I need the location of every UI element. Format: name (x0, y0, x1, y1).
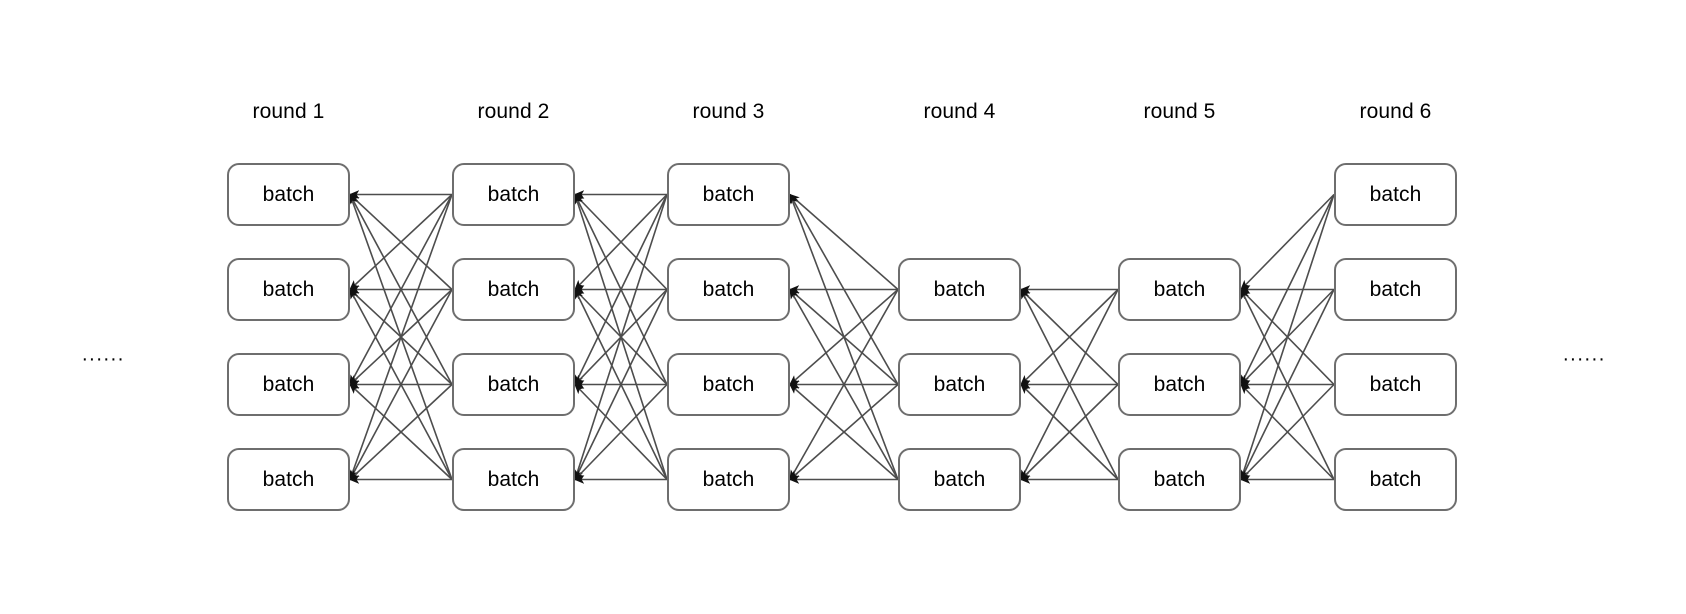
edge-r3-2-to-r2-3 (574, 288, 668, 386)
edge-r3-4-to-r2-3 (574, 383, 668, 481)
batch-node-r4-2[interactable]: batch (898, 258, 1021, 321)
edge-r5-3-to-r4-4 (1020, 383, 1119, 481)
edge-r3-3-to-r2-2 (574, 288, 668, 386)
ellipsis-left: ...... (82, 343, 125, 366)
edge-r4-3-to-r3-4 (789, 383, 899, 481)
edge-r2-2-to-r1-1 (349, 193, 453, 291)
edge-r2-4-to-r1-2 (349, 288, 453, 480)
edge-r2-3-to-r1-2 (349, 288, 453, 386)
edge-r4-2-to-r3-3 (789, 288, 899, 386)
round-label-6: round 6 (1359, 100, 1432, 123)
batch-node-r6-1[interactable]: batch (1334, 163, 1457, 226)
edge-r6-3-to-r5-2 (1240, 288, 1335, 386)
batch-node-r3-2[interactable]: batch (667, 258, 790, 321)
edge-r2-1-to-r1-3 (349, 194, 453, 386)
batch-node-r3-1[interactable]: batch (667, 163, 790, 226)
edge-r4-2-to-r3-4 (789, 289, 899, 481)
edge-r3-3-to-r2-1 (574, 193, 668, 385)
batch-node-r3-4[interactable]: batch (667, 448, 790, 511)
edge-r3-1-to-r2-2 (574, 193, 668, 291)
batch-node-r4-4[interactable]: batch (898, 448, 1021, 511)
batch-node-r6-3[interactable]: batch (1334, 353, 1457, 416)
batch-node-r1-2[interactable]: batch (227, 258, 350, 321)
batch-node-r2-4[interactable]: batch (452, 448, 575, 511)
edge-r4-4-to-r3-2 (789, 288, 899, 480)
edge-r2-4-to-r1-3 (349, 383, 453, 481)
round-label-1: round 1 (252, 100, 325, 123)
edge-r3-4-to-r2-2 (574, 288, 668, 480)
batch-node-r5-4[interactable]: batch (1118, 448, 1241, 511)
edge-r6-4-to-r5-3 (1240, 383, 1335, 481)
batch-node-r5-3[interactable]: batch (1118, 353, 1241, 416)
round-label-5: round 5 (1143, 100, 1216, 123)
edge-r3-2-to-r2-1 (574, 193, 668, 291)
edge-r2-3-to-r1-4 (349, 383, 453, 481)
edge-r6-2-to-r5-3 (1240, 288, 1335, 386)
round-label-4: round 4 (923, 100, 996, 123)
edge-r4-3-to-r3-1 (789, 193, 899, 385)
batch-node-r2-3[interactable]: batch (452, 353, 575, 416)
edge-r5-2-to-r4-4 (1020, 289, 1119, 481)
edge-r4-4-to-r3-1 (789, 193, 899, 480)
edge-r5-4-to-r4-2 (1020, 288, 1119, 480)
edge-r4-3-to-r3-2 (789, 288, 899, 386)
edge-r2-1-to-r1-4 (349, 194, 453, 481)
batch-node-r1-3[interactable]: batch (227, 353, 350, 416)
edge-r3-1-to-r2-3 (574, 194, 668, 386)
edge-r6-1-to-r5-4 (1239, 194, 1335, 481)
edge-r4-2-to-r3-1 (789, 193, 899, 291)
edge-r6-3-to-r5-4 (1240, 383, 1335, 481)
round-label-3: round 3 (692, 100, 765, 123)
edge-r2-2-to-r1-4 (349, 289, 453, 481)
edge-r5-4-to-r4-3 (1020, 383, 1119, 481)
edges-group (348, 190, 1335, 484)
batch-node-r3-3[interactable]: batch (667, 353, 790, 416)
edge-r5-3-to-r4-2 (1020, 288, 1119, 386)
edge-r6-1-to-r5-3 (1240, 194, 1335, 386)
batch-node-r1-4[interactable]: batch (227, 448, 350, 511)
batch-node-r1-1[interactable]: batch (227, 163, 350, 226)
edge-r3-4-to-r2-1 (573, 193, 668, 480)
edge-r2-4-to-r1-1 (349, 193, 453, 480)
edge-r3-3-to-r2-4 (574, 383, 668, 481)
round-label-2: round 2 (477, 100, 550, 123)
edge-r5-2-to-r4-3 (1020, 288, 1119, 386)
edge-r2-2-to-r1-3 (349, 288, 453, 386)
ellipsis-right: ...... (1563, 343, 1606, 366)
edge-r6-4-to-r5-2 (1240, 288, 1335, 480)
edge-r3-2-to-r2-4 (574, 289, 668, 481)
batch-node-r6-4[interactable]: batch (1334, 448, 1457, 511)
batch-node-r5-2[interactable]: batch (1118, 258, 1241, 321)
edge-r3-1-to-r2-4 (573, 194, 668, 481)
edge-r6-1-to-r5-2 (1240, 193, 1335, 291)
batch-node-r2-2[interactable]: batch (452, 258, 575, 321)
edge-r6-2-to-r5-4 (1240, 289, 1335, 481)
edge-r2-3-to-r1-1 (349, 193, 453, 385)
batch-node-r6-2[interactable]: batch (1334, 258, 1457, 321)
batch-node-r4-3[interactable]: batch (898, 353, 1021, 416)
batch-node-r2-1[interactable]: batch (452, 163, 575, 226)
edge-r2-1-to-r1-2 (349, 193, 453, 291)
edge-r4-4-to-r3-3 (789, 383, 899, 481)
